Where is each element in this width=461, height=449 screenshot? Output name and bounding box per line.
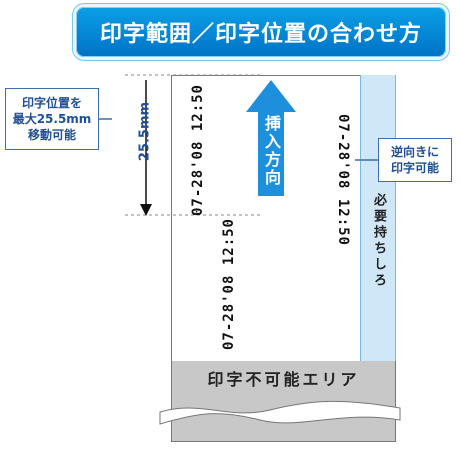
callout-shift-range: 印字位置を 最大25.5mm 移動可能 xyxy=(5,88,99,150)
margin-strip xyxy=(360,75,396,361)
timestamp-print-2: 07-28'08 12:50 xyxy=(221,218,237,351)
callout-reverse-print: 逆向きに 印字可能 xyxy=(378,138,452,182)
nonprint-label: 印字不可能エリア xyxy=(207,370,360,389)
tear-break xyxy=(159,400,401,425)
callout-shift-line2: 最大25.5mm xyxy=(12,112,92,126)
callout-shift-line1: 印字位置を xyxy=(21,96,82,110)
callout-shift-line3: 移動可能 xyxy=(27,128,76,142)
callout-reverse-line2: 印字可能 xyxy=(390,161,439,175)
dimension-arrowhead xyxy=(140,204,152,216)
insertion-arrow-icon xyxy=(246,80,296,196)
timestamp-print-reversed: 07-28'08 12:50 xyxy=(335,113,351,246)
timestamp-print-1: 07-28'08 12:50 xyxy=(190,84,206,217)
nonprint-area xyxy=(171,361,396,442)
insertion-direction-label: 挿入方向 xyxy=(262,115,281,187)
title-banner: 印字範囲／印字位置の合わせ方 xyxy=(76,7,446,57)
margin-label: 必要持ちしろ xyxy=(371,193,386,289)
diagram-title: 印字範囲／印字位置の合わせ方 xyxy=(99,22,422,47)
dimension-label: 25.5mm xyxy=(137,101,153,162)
callout-reverse-line1: 逆向きに xyxy=(390,145,439,159)
